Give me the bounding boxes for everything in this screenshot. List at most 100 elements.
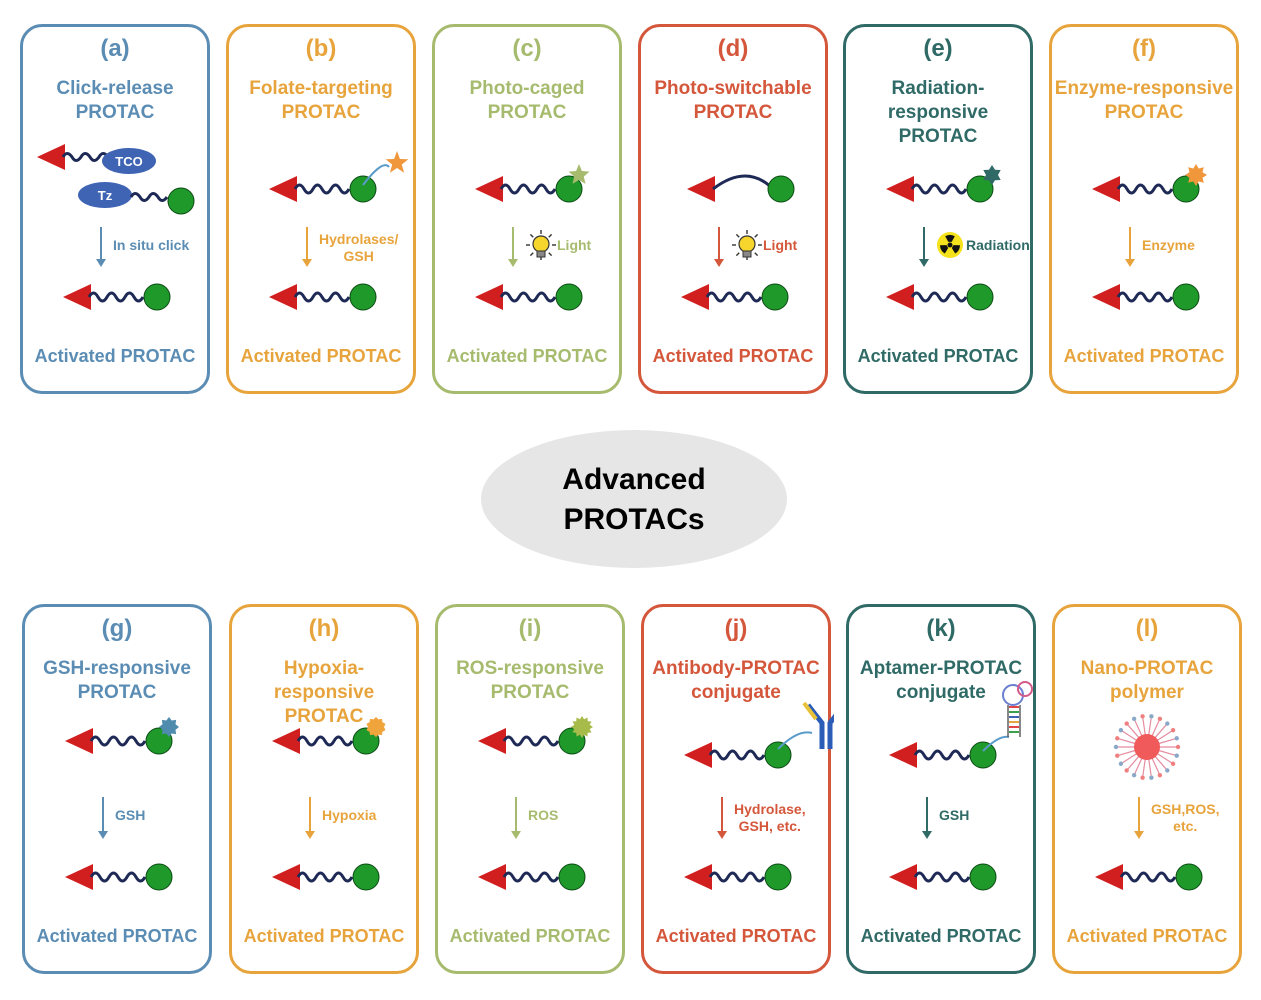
ros-cage-icon [571,716,593,738]
linker-chain [502,735,560,747]
tco-label: TCO [115,154,142,169]
protac-molecule [889,741,997,769]
protac-molecule [886,175,994,203]
ligand-ball [966,175,994,203]
ligand-ball [349,283,377,311]
warhead-triangle [269,176,297,202]
card-letter: (j) [724,615,748,642]
activation-arrow [302,227,312,267]
ligand-ball [761,283,789,311]
activation-arrow [98,797,108,839]
linker-chain [1116,291,1174,303]
protac-molecule [475,283,583,311]
ligand-ball [145,863,173,891]
protac-molecule [886,283,994,311]
warhead-triangle [475,284,503,310]
warhead-triangle [681,284,709,310]
activated-protac-label: Activated PROTAC [655,926,817,946]
warhead-triangle [272,728,300,754]
card-letter: (h) [308,615,340,642]
card-illustration [886,165,1001,311]
warhead-triangle [1092,284,1120,310]
activated-protac-label: Activated PROTAC [36,926,198,946]
protac-molecule [684,863,792,891]
card-illustration [478,716,593,891]
linker-chain [499,291,557,303]
card-title: Hypoxia-responsive PROTAC [273,658,375,727]
card-title: Photo-caged PROTAC [469,78,585,123]
center-ellipse [481,430,787,568]
card-title: Click-release PROTAC [56,78,174,123]
warhead-triangle [684,742,712,768]
trigger-label: Light [763,237,798,253]
protac-molecule [65,727,173,755]
ligand-ball [764,741,792,769]
protac-molecule [269,283,377,311]
activated-protac-label: Activated PROTAC [1063,346,1225,366]
activation-arrow [714,227,724,267]
activation-arrow [919,227,929,267]
activated-protac-label: Activated PROTAC [240,346,402,366]
ligand-ball [143,283,171,311]
warhead-triangle [478,728,506,754]
protac-molecule [889,863,997,891]
ligand-ball [767,175,795,203]
antibody-icon [802,701,834,749]
ligand-ball [764,863,792,891]
warhead-triangle [478,864,506,890]
warhead-triangle [269,284,297,310]
warhead-triangle [63,284,91,310]
warhead-triangle [684,864,712,890]
warhead-triangle [886,284,914,310]
linker-chain [708,871,766,883]
linker-chain [89,735,147,747]
light-bulb-icon [732,230,762,260]
activation-arrow [305,797,315,839]
gsh-cage-icon [159,717,179,737]
warhead-triangle [475,176,503,202]
ligand-ball [555,175,583,203]
card-letter: (l) [1135,615,1159,642]
protac-molecule [475,175,583,203]
protac-molecule [478,863,586,891]
linker-chain [293,183,351,195]
warhead-triangle [65,728,93,754]
hypoxia-cage-icon [366,717,386,737]
card-illustration [272,717,386,891]
warhead-triangle [1095,864,1123,890]
warhead-triangle [272,864,300,890]
card-letter: (c) [512,35,542,62]
trigger-label: Radiation [966,237,1030,253]
ligand-ball [1172,175,1200,203]
linker-chain [705,291,763,303]
card-illustration [269,151,409,311]
linker-chain [910,291,968,303]
card-title: Photo-switchable PROTAC [654,78,812,123]
activated-protac-label: Activated PROTAC [446,346,608,366]
ligand-ball [349,175,377,203]
ligand-ball [555,283,583,311]
activation-arrow [508,227,518,267]
center-title: Advanced PROTACs [562,463,706,536]
card-illustration [1095,714,1203,891]
protac-molecule [63,283,171,311]
activated-protac-label: Activated PROTAC [449,926,611,946]
card-title: Antibody-PROTAC conjugate [652,658,820,703]
linker-chain [87,291,145,303]
card-illustration [475,164,590,311]
linker-chain [296,735,354,747]
activation-arrow [717,797,727,839]
card-letter: (f) [1132,35,1156,62]
activated-protac-label: Activated PROTAC [243,926,405,946]
card-title: ROS-responsive PROTAC [456,658,604,703]
tco-fragment [37,144,156,174]
ligand-ball [1172,283,1200,311]
protac-molecule [681,283,789,311]
trigger-label: GSH,ROS, etc. [1151,801,1220,834]
